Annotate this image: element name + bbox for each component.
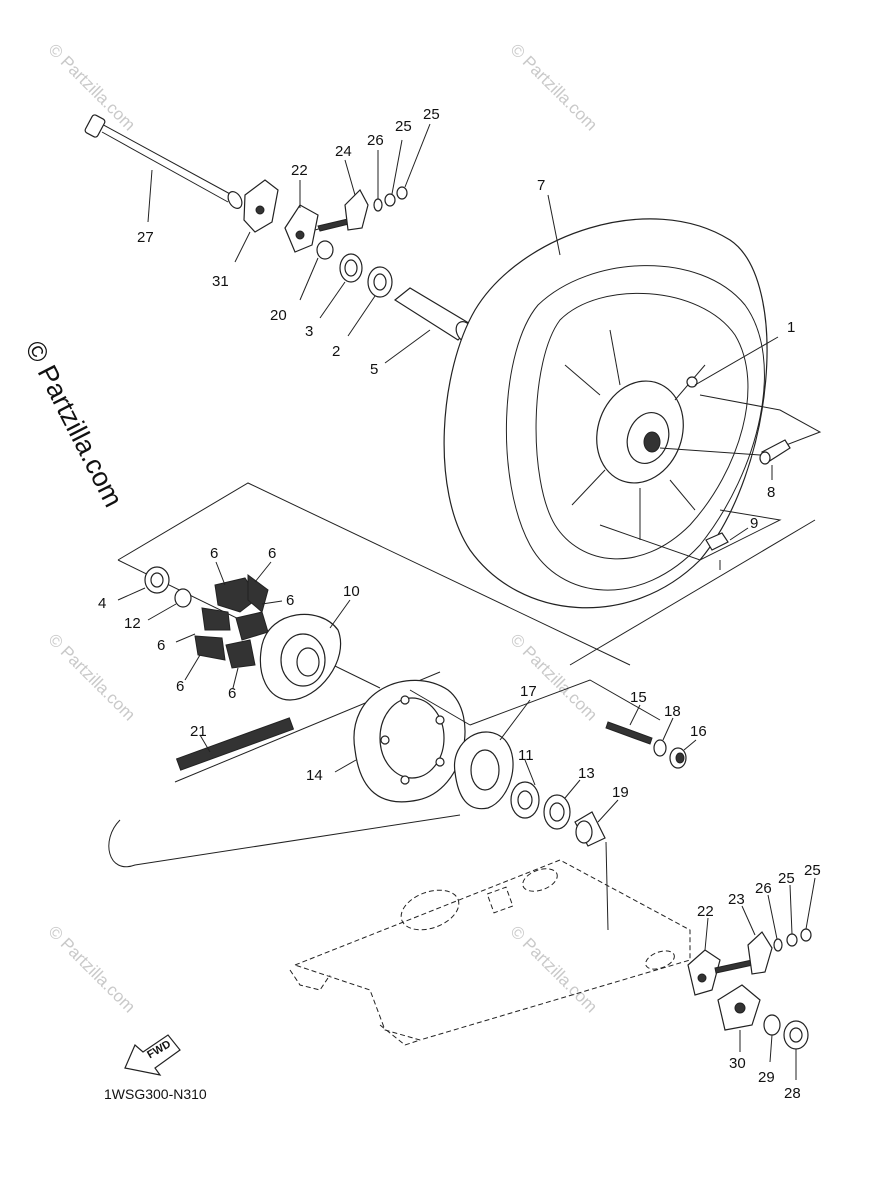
callout-3[interactable]: 3: [305, 323, 313, 340]
callout-19[interactable]: 19: [612, 784, 629, 801]
bearing-11[interactable]: [510, 781, 540, 819]
oil-seal-3[interactable]: [339, 253, 363, 283]
callout-6-b[interactable]: 6: [268, 545, 276, 562]
axle-nut-28[interactable]: [783, 1020, 809, 1050]
callout-31[interactable]: 31: [212, 273, 229, 290]
bearing-2[interactable]: [367, 266, 393, 298]
diagram-code: 1WSG300-N310: [104, 1086, 207, 1102]
left-adjuster-block-24[interactable]: [344, 189, 369, 231]
balance-weight-9[interactable]: [705, 532, 729, 551]
callout-25-top-a[interactable]: 25: [395, 118, 412, 135]
collar-19[interactable]: [574, 811, 606, 847]
callout-1[interactable]: 1: [787, 319, 795, 336]
rear-axle[interactable]: [84, 114, 245, 211]
stud-bolt-15[interactable]: [605, 721, 653, 745]
right-adjuster-bolt[interactable]: [714, 959, 754, 974]
callout-8[interactable]: 8: [767, 484, 775, 501]
callout-23[interactable]: 23: [728, 891, 745, 908]
swingarm[interactable]: [289, 859, 691, 1046]
callout-17[interactable]: 17: [520, 683, 537, 700]
wheel-rim-1[interactable]: [535, 292, 749, 560]
left-chain-adjuster-31[interactable]: [243, 179, 279, 233]
valve-8[interactable]: [759, 439, 791, 465]
nut-25-top-a[interactable]: [384, 193, 396, 207]
callout-12[interactable]: 12: [124, 615, 141, 632]
callout-6-a[interactable]: 6: [210, 545, 218, 562]
right-adjuster-block-23[interactable]: [747, 931, 773, 975]
callout-5[interactable]: 5: [370, 361, 378, 378]
callout-29[interactable]: 29: [758, 1069, 775, 1086]
nut-25-bottom-a[interactable]: [786, 933, 798, 947]
callout-2[interactable]: 2: [332, 343, 340, 360]
callout-27[interactable]: 27: [137, 229, 154, 246]
nut-25-bottom-b[interactable]: [800, 928, 812, 942]
collar-20[interactable]: [316, 240, 334, 260]
right-chain-adjuster-30[interactable]: [717, 984, 761, 1031]
callout-24[interactable]: 24: [335, 143, 352, 160]
callout-6-f[interactable]: 6: [228, 685, 236, 702]
callout-4[interactable]: 4: [98, 595, 106, 612]
callout-11[interactable]: 11: [518, 747, 534, 764]
washer-26-top[interactable]: [373, 198, 383, 212]
callout-22-top[interactable]: 22: [291, 162, 308, 179]
forward-direction-arrow: FWD: [124, 1034, 181, 1076]
right-adjuster-plate-22[interactable]: [687, 949, 721, 996]
callout-14[interactable]: 14: [306, 767, 323, 784]
sprocket-hub-10[interactable]: [259, 613, 342, 701]
callout-26-top[interactable]: 26: [367, 132, 384, 149]
callout-28[interactable]: 28: [784, 1085, 801, 1102]
callout-22-bottom[interactable]: 22: [697, 903, 714, 920]
rear-sprocket-14[interactable]: [353, 679, 466, 803]
callout-25-bottom-a[interactable]: 25: [778, 870, 795, 887]
callout-16[interactable]: 16: [690, 723, 707, 740]
left-adjuster-plate-22[interactable]: [284, 204, 319, 253]
callout-25-bottom-b[interactable]: 25: [804, 862, 821, 879]
callout-30[interactable]: 30: [729, 1055, 746, 1072]
callout-6-c[interactable]: 6: [286, 592, 294, 609]
callout-7[interactable]: 7: [537, 177, 545, 194]
washer-18[interactable]: [653, 739, 667, 757]
oil-seal-13[interactable]: [543, 794, 571, 830]
nut-25-top-b[interactable]: [396, 186, 408, 200]
collar-12[interactable]: [174, 588, 192, 608]
callout-18[interactable]: 18: [664, 703, 681, 720]
nut-16[interactable]: [669, 747, 687, 769]
hub-dampers-6[interactable]: [194, 574, 269, 669]
callout-6-e[interactable]: 6: [176, 678, 184, 695]
callout-21[interactable]: 21: [190, 723, 207, 740]
callout-15[interactable]: 15: [630, 689, 647, 706]
washer-29[interactable]: [763, 1014, 781, 1036]
callout-10[interactable]: 10: [343, 583, 360, 600]
callout-6-d[interactable]: 6: [157, 637, 165, 654]
sprocket-plate-17[interactable]: [453, 731, 514, 810]
washer-26-bottom[interactable]: [773, 938, 783, 952]
callout-25-top-b[interactable]: 25: [423, 106, 440, 123]
callout-9[interactable]: 9: [750, 515, 758, 532]
callout-20[interactable]: 20: [270, 307, 287, 324]
bearing-4[interactable]: [144, 566, 170, 594]
callout-26-bottom[interactable]: 26: [755, 880, 772, 897]
callout-13[interactable]: 13: [578, 765, 595, 782]
